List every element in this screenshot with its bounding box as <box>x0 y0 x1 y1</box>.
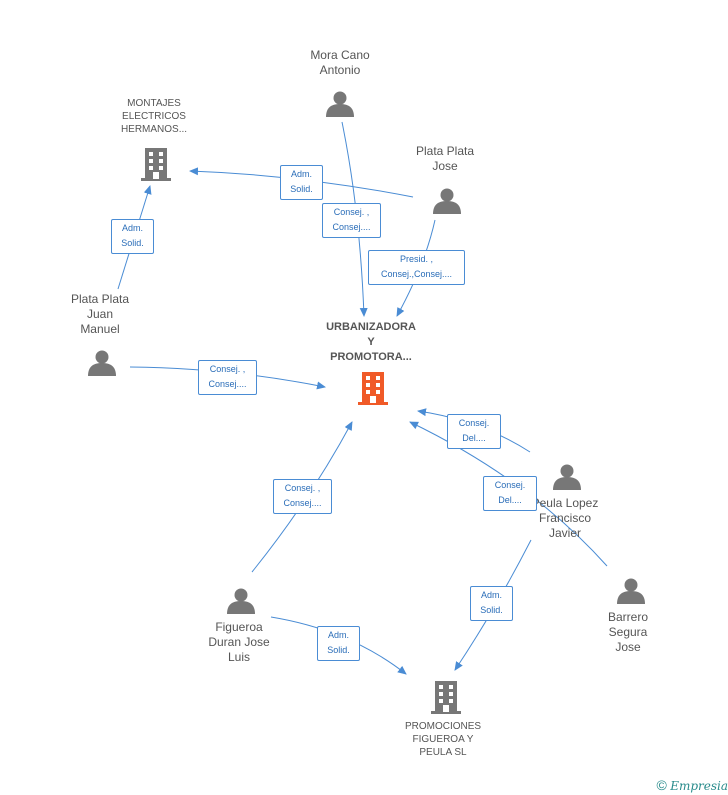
person-icon-figueroa <box>227 588 255 614</box>
edge-label-adm-solid-2[interactable]: Adm. Solid. <box>111 219 154 254</box>
edge-label-consej-mora[interactable]: Consej. , Consej.... <box>322 203 381 238</box>
building-icon-montajes <box>141 148 171 181</box>
edge-label-adm-solid-1[interactable]: Adm. Solid. <box>280 165 323 200</box>
node-label-montajes[interactable]: MONTAJES ELECTRICOS HERMANOS... <box>120 98 188 135</box>
edge-label-consej-juan[interactable]: Consej. , Consej.... <box>198 360 257 395</box>
edge-label-adm-solid-peula[interactable]: Adm. Solid. <box>470 586 513 621</box>
edge-label-consej-del-1[interactable]: Consej. Del.... <box>447 414 501 449</box>
node-label-plata-juan[interactable]: Plata Plata Juan Manuel <box>70 292 130 336</box>
person-icon-plata-juan <box>88 350 116 376</box>
person-icon-peula <box>553 464 581 490</box>
node-label-barrero[interactable]: Barrero Segura Jose <box>607 610 648 654</box>
node-label-peula[interactable]: Peula Lopez Francisco Javier <box>531 496 599 540</box>
copyright-icon: © <box>656 777 667 793</box>
edge-label-consej-del-2[interactable]: Consej. Del.... <box>483 476 537 511</box>
node-label-mora[interactable]: Mora Cano Antonio <box>310 48 370 77</box>
edge-label-consej-fig[interactable]: Consej. , Consej.... <box>273 479 332 514</box>
brand-logo: Empresia <box>670 779 728 793</box>
footer-brand: © Empresia <box>657 777 728 793</box>
node-label-urbanizadora[interactable]: URBANIZADORA Y PROMOTORA... <box>326 321 416 363</box>
node-label-plata-jose[interactable]: Plata Plata Jose <box>415 144 475 173</box>
person-icon-mora <box>326 91 354 117</box>
node-label-promociones[interactable]: PROMOCIONES FIGUEROA Y PEULA SL <box>404 721 482 758</box>
node-label-figueroa[interactable]: Figueroa Duran Jose Luis <box>208 620 270 664</box>
building-icon-promociones <box>431 681 461 714</box>
edge-label-adm-solid-fig[interactable]: Adm. Solid. <box>317 626 360 661</box>
edge-label-presid-jose[interactable]: Presid. , Consej.,Consej.... <box>368 250 465 285</box>
building-icon-urbanizadora <box>358 372 388 405</box>
person-icon-barrero <box>617 578 645 604</box>
person-icon-plata-jose <box>433 188 461 214</box>
